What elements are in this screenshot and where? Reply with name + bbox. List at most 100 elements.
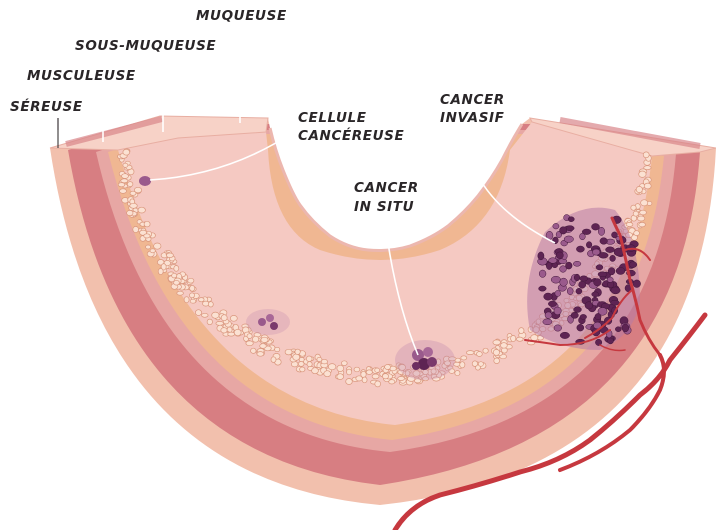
submucosa-cell	[362, 377, 367, 383]
invasive-cancer-cell	[568, 217, 574, 222]
invasive-cancer-cell	[616, 267, 625, 274]
invasive-cancer-cell	[615, 327, 621, 332]
invasive-cancer-cell	[579, 281, 586, 288]
submucosa-cell	[275, 347, 280, 351]
submucosa-cell	[174, 266, 179, 272]
invasive-cancer-cell	[592, 224, 600, 231]
invasive-cancer-cell	[608, 338, 614, 344]
submucosa-cell	[531, 335, 538, 341]
submucosa-cell	[354, 367, 360, 372]
invasive-cancer-cell	[545, 312, 552, 319]
submucosa-cell	[312, 368, 319, 374]
invasive-cancer-cell	[543, 319, 552, 325]
invasive-cancer-cell	[548, 301, 556, 307]
submucosa-cell	[122, 174, 129, 179]
submucosa-cell	[260, 344, 267, 349]
submucosa-cell	[133, 226, 139, 232]
submucosa-cell	[341, 361, 347, 366]
submucosa-cell	[472, 361, 477, 367]
submucosa-cell	[189, 293, 194, 298]
invasive-cancer-cell	[554, 307, 561, 315]
invasive-cancer-cell	[595, 313, 601, 319]
submucosa-cell	[195, 310, 201, 316]
submucosa-cell	[372, 374, 379, 379]
label-in-situ-line1: CANCER	[354, 180, 419, 196]
invasive-cancer-cell	[586, 242, 592, 248]
submucosa-cell	[644, 166, 651, 170]
invasive-cancer-cell	[546, 262, 552, 269]
submucosa-cell	[252, 336, 258, 342]
submucosa-cell	[375, 368, 380, 372]
submucosa-cell	[517, 337, 524, 341]
label-muqueuse: MUQUEUSE	[196, 8, 287, 24]
submucosa-cell	[337, 374, 344, 380]
invasive-cancer-cell	[592, 292, 599, 297]
invasive-cancer-cell	[576, 288, 582, 294]
invasive-cancer-cell	[608, 268, 615, 275]
submucosa-cell	[306, 356, 312, 362]
submucosa-cell	[130, 203, 138, 208]
submucosa-cell	[637, 216, 644, 221]
invasive-cancer-cell	[560, 278, 568, 286]
submucosa-cell	[123, 149, 130, 155]
invasive-cancer-cell	[611, 287, 620, 294]
submucosa-cell	[293, 354, 300, 360]
submucosa-cell	[643, 152, 649, 158]
submucosa-cell	[127, 182, 133, 187]
invasive-cancer-cell	[580, 314, 587, 319]
submucosa-cell	[640, 210, 647, 215]
invasive-cancer-cell	[544, 293, 553, 300]
submucosa-cell	[121, 179, 128, 183]
invasive-cancer-cell	[599, 252, 608, 258]
submucosa-cell	[120, 189, 127, 194]
submucosa-cell	[639, 171, 646, 177]
submucosa-cell	[184, 297, 189, 303]
submucosa-cell	[202, 313, 209, 317]
submucosa-cell	[298, 362, 304, 367]
submucosa-cell	[285, 349, 292, 355]
invasive-cancer-cell	[539, 270, 546, 277]
submucosa-cell	[337, 365, 344, 371]
submucosa-cell	[382, 374, 388, 379]
invasive-cancer-cell	[574, 274, 580, 281]
invasive-cancer-cell	[633, 280, 641, 288]
submucosa-cell	[639, 222, 646, 226]
cancer-in-situ	[395, 340, 455, 380]
submucosa-cell	[174, 280, 180, 285]
submucosa-cell	[127, 210, 133, 215]
invasive-cancer-cell	[606, 247, 615, 253]
submucosa-cell	[493, 349, 499, 355]
label-invasif-line1: CANCER	[440, 92, 505, 108]
submucosa-cell	[221, 328, 227, 333]
submucosa-cell	[398, 377, 405, 381]
submucosa-cell	[234, 329, 241, 335]
submucosa-cell	[455, 371, 460, 376]
submucosa-cell	[216, 321, 224, 325]
submucosa-cell	[321, 359, 327, 364]
submucosa-cell	[300, 367, 305, 372]
invasive-cancer-cell	[582, 229, 591, 235]
invasive-cancer-cell	[553, 223, 559, 229]
invasive-cancer-cell	[554, 325, 562, 331]
submucosa-cell	[519, 328, 524, 334]
submucosa-cell	[166, 253, 173, 258]
submucosa-cell	[483, 348, 488, 353]
invasive-cancer-cell	[555, 290, 561, 296]
submucosa-cell	[317, 357, 322, 361]
submucosa-cell	[257, 352, 264, 357]
submucosa-cell	[130, 191, 136, 195]
submucosa-cell	[631, 205, 636, 210]
invasive-cancer-cell	[612, 232, 618, 238]
submucosa-cell	[626, 222, 633, 226]
submucosa-cell	[477, 352, 483, 357]
invasive-cancer-cell	[538, 252, 544, 260]
submucosa-cell	[246, 341, 253, 346]
invasive-cancer-cell	[592, 249, 600, 255]
submucosa-cell	[221, 315, 227, 321]
submucosa-cell	[466, 351, 474, 355]
submucosa-cell	[375, 381, 381, 387]
submucosa-cell	[641, 200, 648, 206]
invasive-cancer-cell	[556, 252, 563, 259]
